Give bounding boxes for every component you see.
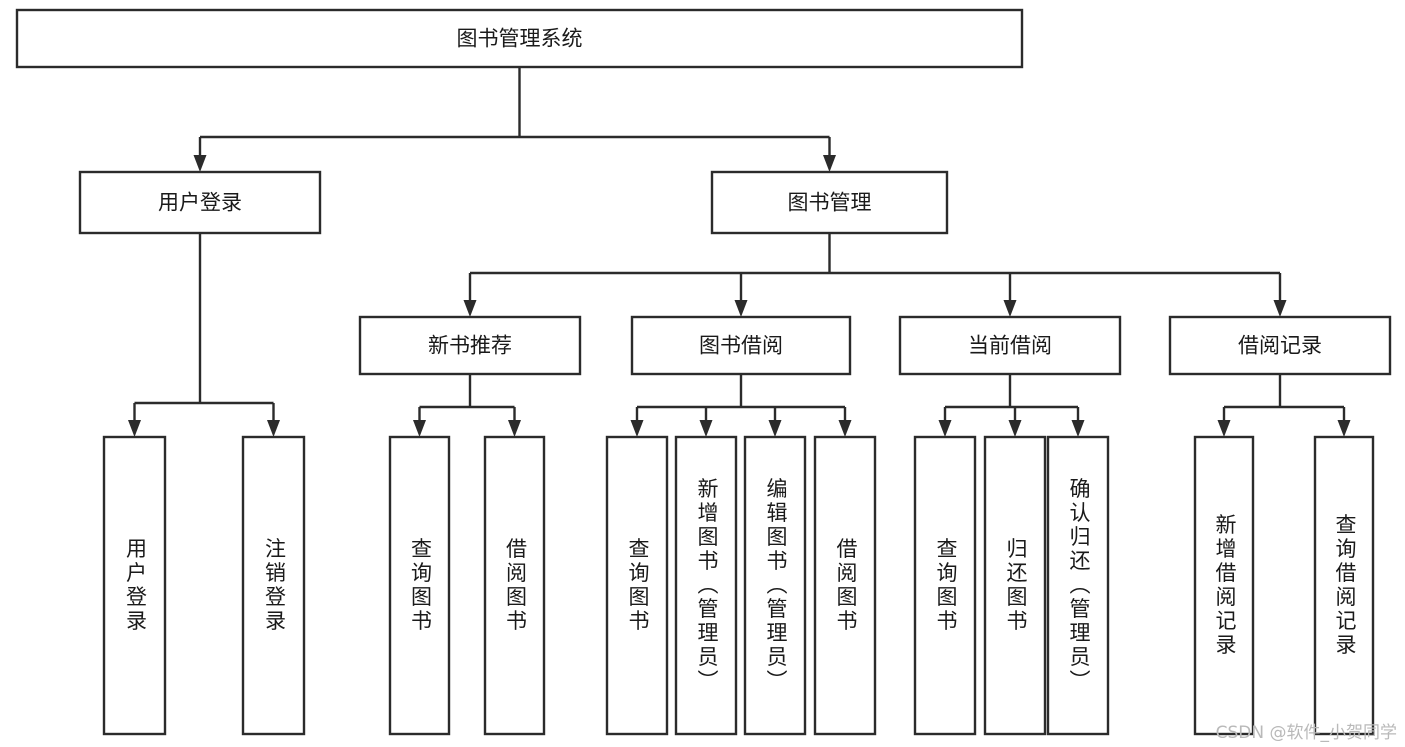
arrow-head-icon (1337, 420, 1351, 437)
node-leaf-4[interactable]: 查询图书 (605, 435, 669, 736)
arrow-head-icon (1003, 300, 1017, 317)
node-label-图书管理系统: 图书管理系统 (457, 27, 583, 51)
node-label-查询借阅记录: 查询借阅记录 (1333, 514, 1357, 658)
arrow-head-icon (463, 300, 477, 317)
node-level3-3[interactable]: 借阅记录 (1168, 315, 1392, 376)
node-label-编辑图书管理员: 编辑图书（管理员） (764, 478, 788, 694)
node-box-新书推荐[interactable] (358, 315, 582, 376)
node-label-归还图书: 归还图书 (1004, 538, 1028, 634)
arrow-head-icon (823, 155, 836, 172)
node-box-借阅记录[interactable] (1168, 315, 1392, 376)
connector-layer (128, 67, 1351, 437)
node-box-当前借阅[interactable] (898, 315, 1122, 376)
node-leaf-11[interactable]: 新增借阅记录 (1193, 435, 1255, 736)
node-leaf-9[interactable]: 归还图书 (983, 435, 1047, 736)
node-leaf-6[interactable]: 编辑图书（管理员） (743, 435, 807, 736)
node-box-查询图书[interactable] (388, 435, 451, 736)
node-box-图书借阅[interactable] (630, 315, 852, 376)
node-leaf-7[interactable]: 借阅图书 (813, 435, 877, 736)
node-box-查询借阅记录[interactable] (1313, 435, 1375, 736)
arrow-head-icon (413, 420, 426, 437)
node-box-图书管理系统[interactable] (15, 8, 1024, 69)
node-label-查询图书: 查询图书 (409, 538, 433, 634)
node-level2-0[interactable]: 用户登录 (78, 170, 322, 235)
node-box-借阅图书[interactable] (483, 435, 546, 736)
arrow-head-icon (508, 420, 521, 437)
node-leaf-3[interactable]: 借阅图书 (483, 435, 546, 736)
node-box-图书管理[interactable] (710, 170, 949, 235)
arrow-head-icon (938, 420, 952, 437)
arrow-head-icon (734, 300, 748, 317)
arrow-head-icon (1071, 420, 1085, 437)
node-level3-0[interactable]: 新书推荐 (358, 315, 582, 376)
arrow-head-icon (630, 420, 644, 437)
node-label-当前借阅: 当前借阅 (968, 334, 1052, 358)
node-label-借阅记录: 借阅记录 (1238, 334, 1322, 358)
node-level2-1[interactable]: 图书管理 (710, 170, 949, 235)
node-leaf-2[interactable]: 查询图书 (388, 435, 451, 736)
node-box-编辑图书管理员[interactable] (743, 435, 807, 736)
node-label-图书借阅: 图书借阅 (699, 334, 783, 358)
node-box-查询图书[interactable] (605, 435, 669, 736)
node-box-新增借阅记录[interactable] (1193, 435, 1255, 736)
node-label-查询图书: 查询图书 (934, 538, 958, 634)
node-label-新增图书管理员: 新增图书（管理员） (695, 478, 719, 694)
node-label-新书推荐: 新书推荐 (428, 334, 512, 358)
node-box-借阅图书[interactable] (813, 435, 877, 736)
node-box-归还图书[interactable] (983, 435, 1047, 736)
node-box-确认归还管理员[interactable] (1046, 435, 1110, 736)
node-leaf-10[interactable]: 确认归还（管理员） (1046, 435, 1110, 736)
node-leaf-12[interactable]: 查询借阅记录 (1313, 435, 1375, 736)
arrow-head-icon (768, 420, 782, 437)
node-label-图书管理: 图书管理 (788, 191, 872, 215)
arrow-head-icon (193, 155, 207, 172)
node-layer: 图书管理系统用户登录图书管理新书推荐图书借阅当前借阅借阅记录用户登录注销登录查询… (15, 8, 1392, 736)
arrow-head-icon (838, 420, 852, 437)
node-level3-1[interactable]: 图书借阅 (630, 315, 852, 376)
node-leaf-8[interactable]: 查询图书 (913, 435, 977, 736)
node-leaf-1[interactable]: 注销登录 (241, 435, 306, 736)
node-leaf-5[interactable]: 新增图书（管理员） (674, 435, 738, 736)
node-label-用户登录: 用户登录 (124, 538, 148, 634)
node-label-借阅图书: 借阅图书 (834, 538, 858, 634)
arrow-head-icon (1008, 420, 1022, 437)
arrow-head-icon (1217, 420, 1231, 437)
node-label-用户登录: 用户登录 (158, 191, 242, 215)
node-level3-2[interactable]: 当前借阅 (898, 315, 1122, 376)
node-box-查询图书[interactable] (913, 435, 977, 736)
node-label-注销登录: 注销登录 (263, 538, 287, 634)
arrow-head-icon (699, 420, 713, 437)
node-leaf-0[interactable]: 用户登录 (102, 435, 167, 736)
arrow-head-icon (128, 420, 141, 437)
arrow-head-icon (1273, 300, 1287, 317)
node-label-查询图书: 查询图书 (626, 538, 650, 634)
node-box-用户登录[interactable] (102, 435, 167, 736)
node-box-用户登录[interactable] (78, 170, 322, 235)
node-box-新增图书管理员[interactable] (674, 435, 738, 736)
node-root-0[interactable]: 图书管理系统 (15, 8, 1024, 69)
node-label-借阅图书: 借阅图书 (504, 538, 528, 634)
node-label-确认归还管理员: 确认归还（管理员） (1067, 478, 1091, 694)
node-label-新增借阅记录: 新增借阅记录 (1213, 514, 1237, 658)
arrow-head-icon (267, 420, 280, 437)
node-box-注销登录[interactable] (241, 435, 306, 736)
